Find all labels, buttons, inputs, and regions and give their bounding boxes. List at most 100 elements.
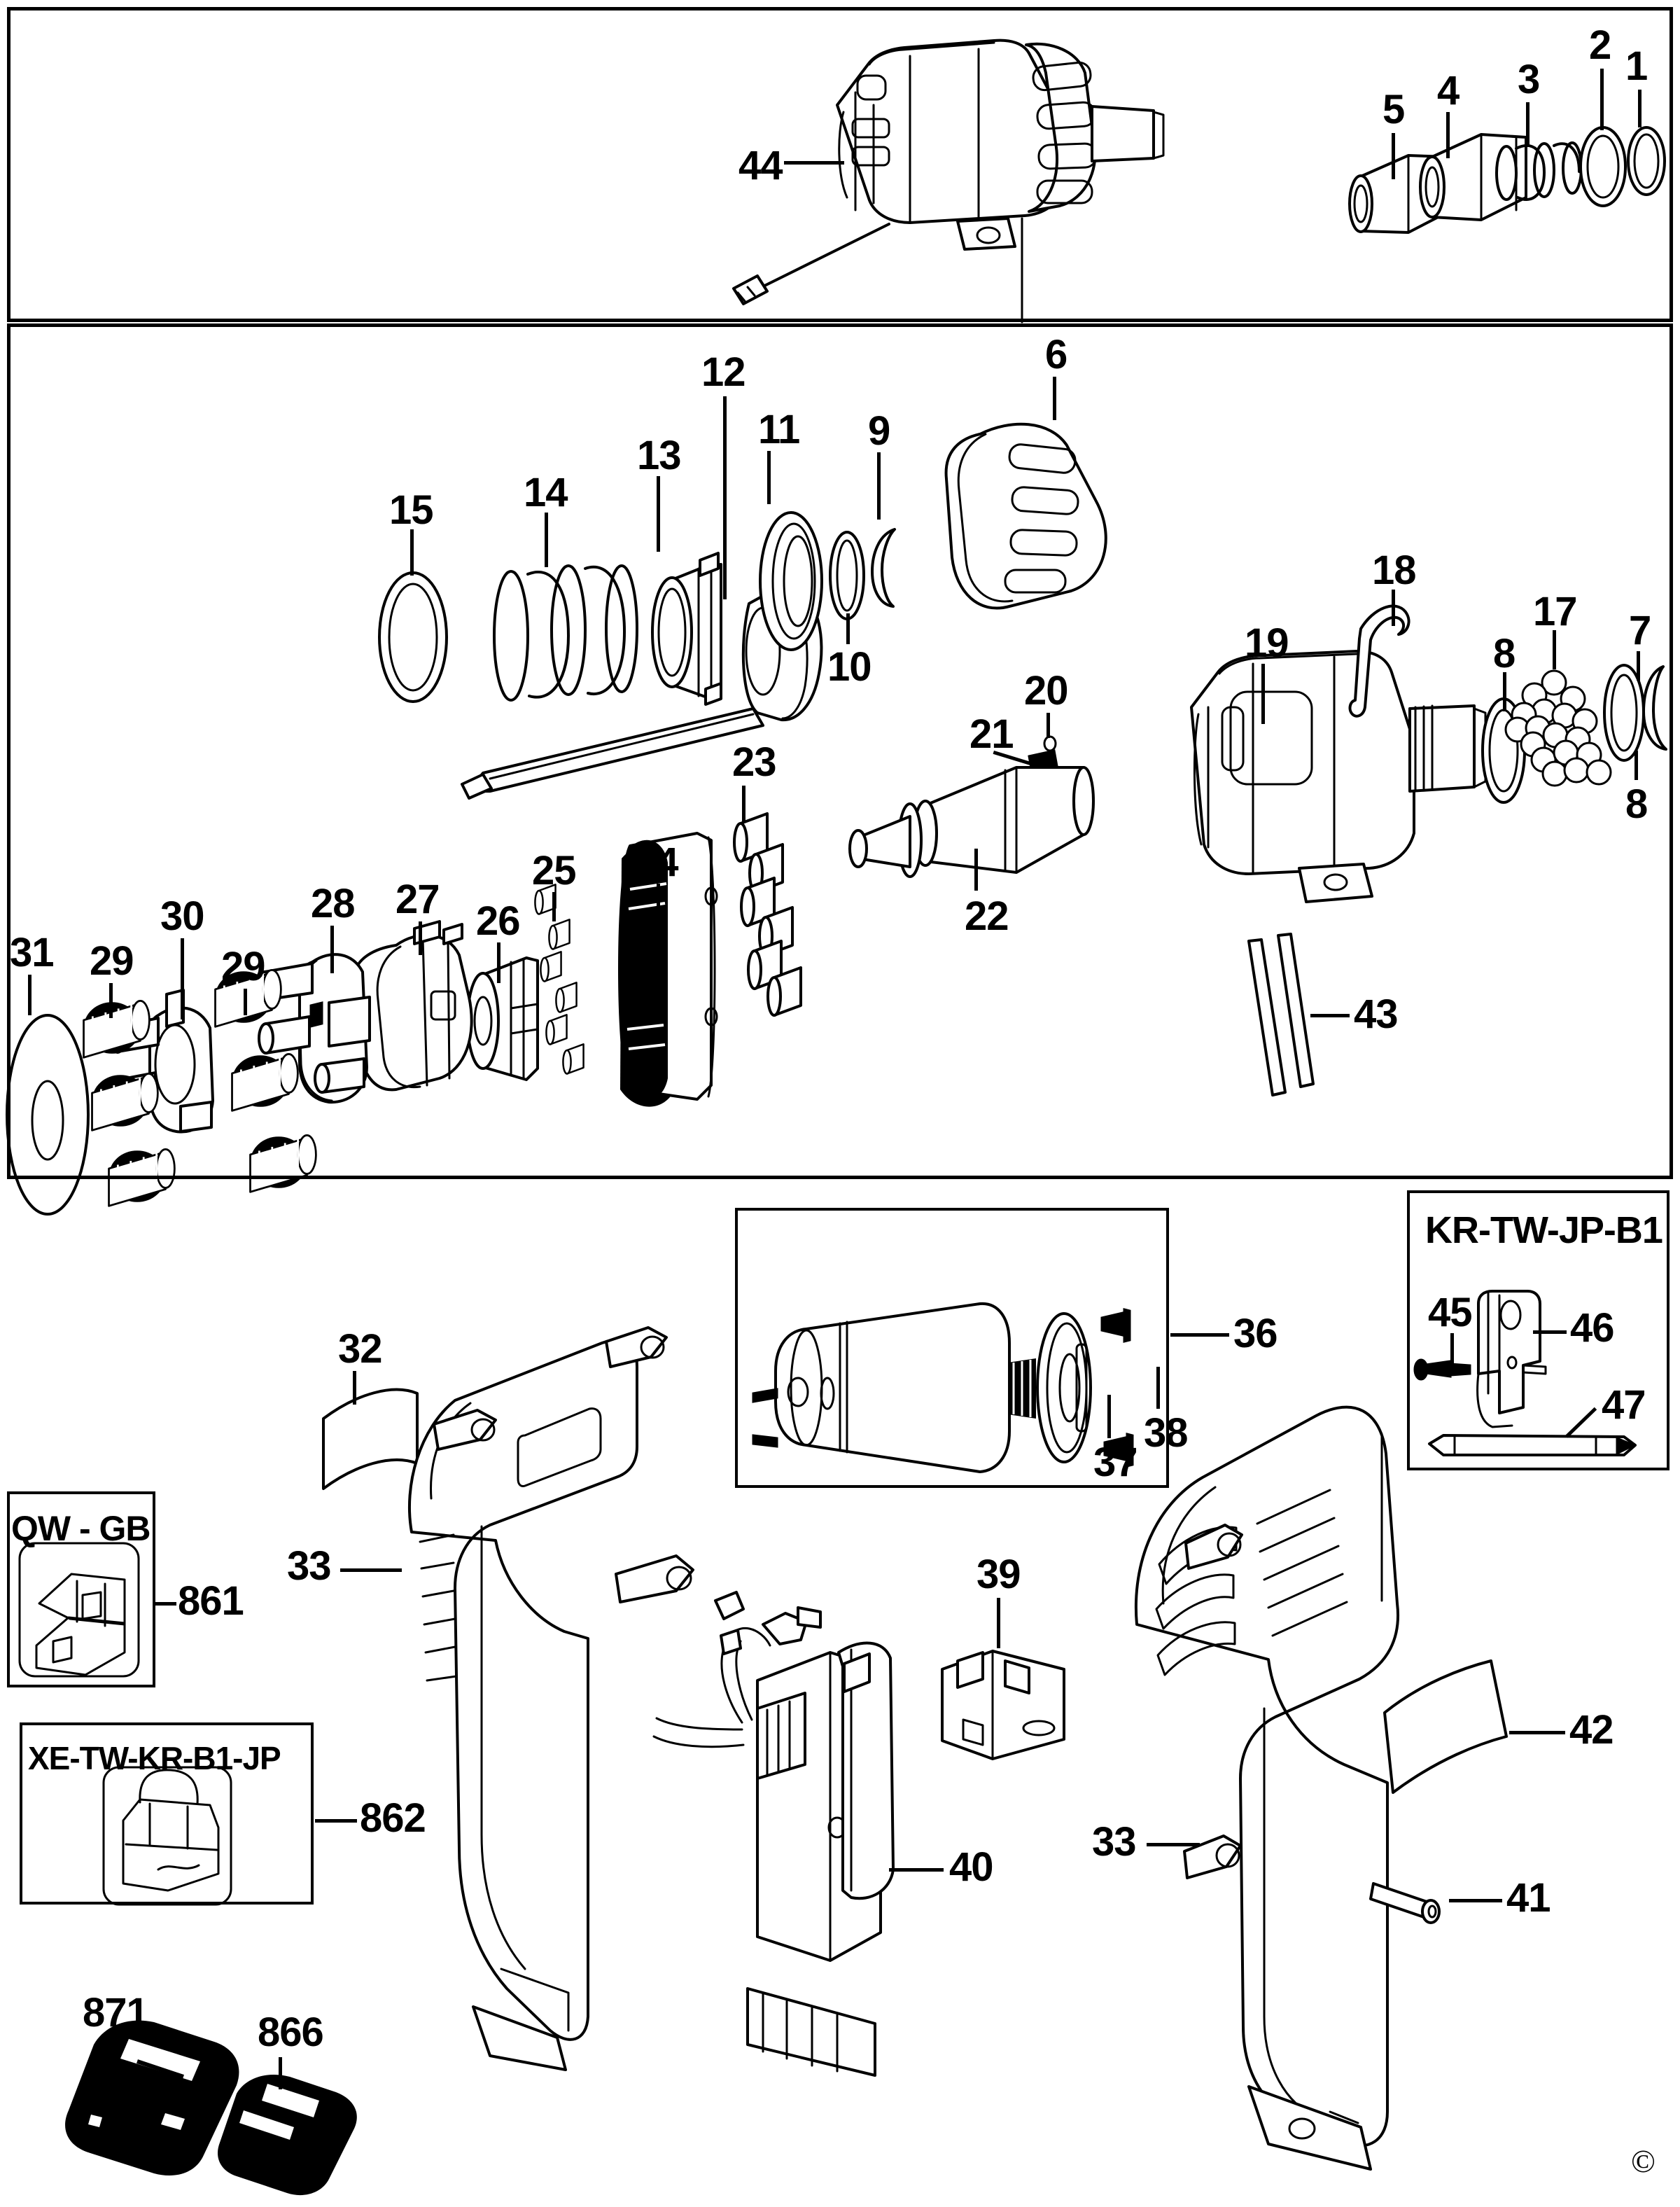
callout-871: 871 [83,1990,149,2035]
leader-2 [1600,69,1604,130]
part-39-connector [941,1650,1065,1760]
part-871-battery [65,2020,239,2175]
callout-24: 24 [634,840,679,885]
copyright-symbol: © [1631,2143,1656,2179]
callout-4: 4 [1437,68,1460,113]
leader-6 [1053,377,1056,420]
callout-39: 39 [976,1552,1021,1597]
callout-21: 21 [969,711,1014,757]
callout-44: 44 [738,143,783,188]
part-32-label [322,1388,419,1490]
callout-10: 10 [827,644,872,690]
callout-23: 23 [732,739,777,785]
leader-37 [1107,1395,1111,1438]
leader-11 [767,451,771,504]
leader-4 [1446,112,1450,158]
callout-43: 43 [1354,991,1399,1037]
leader-1 [1638,90,1642,127]
leader-19 [1261,664,1265,724]
leader-14 [545,513,548,567]
callout-33b: 33 [1092,1819,1137,1865]
leader-46 [1533,1330,1567,1334]
callout-37: 37 [1093,1440,1138,1485]
panel-main-frame [7,323,1673,1179]
leader-33a [340,1568,402,1572]
leader-39 [997,1598,1000,1648]
leader-862 [315,1819,357,1823]
leader-866 [279,2057,282,2089]
leader-28 [330,926,334,973]
callout-3: 3 [1518,57,1540,102]
callout-25: 25 [532,848,577,893]
leader-7 [1637,651,1640,681]
box-title-kr-tw-jp-b1: KR-TW-JP-B1 [1425,1209,1663,1251]
callout-861: 861 [178,1578,244,1624]
leader-27 [419,921,422,955]
part-33-left-housing [408,1326,694,2071]
box-title-qw-gb: QW - GB [11,1509,151,1548]
leader-3 [1526,102,1530,147]
leader-18 [1392,590,1395,626]
leader-15 [410,529,414,576]
box-title-xe-tw-kr-b1-jp: XE-TW-KR-B1-JP [28,1740,281,1776]
leader-42 [1509,1731,1565,1734]
callout-22: 22 [965,893,1009,939]
panel-kr-tw-jp-b1-frame [1407,1190,1670,1470]
part-40-switch [652,1591,895,2077]
leader-8a [1503,672,1506,711]
callout-6: 6 [1045,332,1068,377]
leader-861 [155,1602,176,1606]
callout-36: 36 [1233,1311,1278,1356]
callout-1: 1 [1625,43,1648,89]
callout-45: 45 [1428,1290,1473,1335]
leader-20 [1046,713,1050,738]
leader-31 [28,975,31,1015]
leader-22 [974,849,978,891]
leader-25 [552,892,556,921]
part-41-screw [1369,1882,1441,1924]
callout-27: 27 [396,877,440,922]
leader-30 [181,938,184,1019]
panel-top-frame [7,7,1673,322]
callout-47: 47 [1602,1382,1646,1428]
leader-29b [109,983,113,1018]
leader-26 [497,942,500,983]
leader-36 [1170,1333,1229,1337]
leader-12 [723,396,727,599]
leader-5 [1392,133,1395,179]
leader-13 [657,476,660,552]
leader-38 [1156,1367,1160,1409]
callout-41: 41 [1506,1875,1551,1921]
callout-26: 26 [476,898,521,944]
callout-7: 7 [1629,608,1651,653]
leader-32 [353,1371,356,1405]
callout-14: 14 [524,470,568,515]
leader-29a [244,989,247,1015]
callout-862: 862 [360,1795,426,1841]
panel-motor-frame [735,1208,1169,1488]
callout-19: 19 [1245,620,1289,666]
leader-8b [1634,751,1638,780]
callout-38: 38 [1144,1410,1189,1456]
panel-xe-tw-kr-frame [20,1722,314,1905]
callout-8b: 8 [1625,781,1648,827]
callout-8a: 8 [1493,631,1516,676]
leader-41 [1449,1899,1502,1902]
callout-30: 30 [160,893,205,939]
leader-23 [742,786,746,822]
callout-42: 42 [1569,1707,1614,1753]
leader-33b [1147,1843,1200,1846]
leader-40 [889,1868,944,1872]
leader-43 [1310,1014,1350,1017]
callout-40: 40 [949,1844,994,1890]
callout-5: 5 [1382,87,1405,132]
panel-qw-gb-frame [7,1491,155,1687]
callout-17: 17 [1533,589,1578,634]
callout-2: 2 [1589,22,1611,68]
callout-29b: 29 [90,938,134,984]
callout-12: 12 [701,349,746,395]
callout-15: 15 [389,487,434,533]
callout-11: 11 [758,407,800,452]
callout-13: 13 [637,433,682,478]
